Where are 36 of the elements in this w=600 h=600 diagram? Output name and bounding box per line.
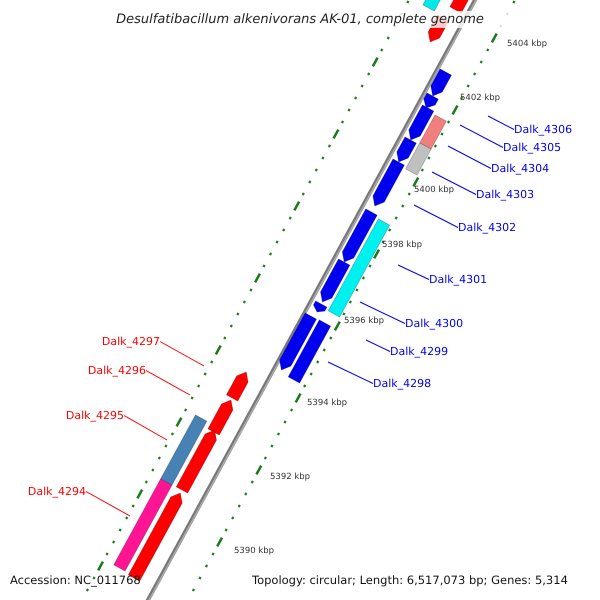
leader-line: [160, 341, 204, 366]
tick-label: 5392 kbp: [270, 473, 310, 482]
accession-text: Accession: NC_011768: [10, 575, 141, 586]
gene-label: Dalk_4294: [28, 486, 86, 497]
tick-label: 5396 kbp: [344, 317, 384, 326]
gene-label: Dalk_4296: [88, 365, 146, 376]
leader-line: [360, 302, 406, 324]
leader-line: [328, 362, 374, 384]
gene-label: Dalk_4302: [458, 222, 516, 233]
gene-label: Dalk_4297: [102, 336, 160, 347]
leader-line: [86, 491, 130, 516]
leader-line: [448, 146, 492, 169]
leader-line: [398, 264, 430, 280]
tick-label: 5400 kbp: [414, 186, 454, 194]
leader-line: [146, 370, 190, 396]
tick-label: 5404 kbp: [507, 40, 548, 48]
leader-line: [460, 124, 504, 148]
gene-label: Dalk_4304: [491, 163, 550, 174]
gene-label: Dalk_4306: [514, 124, 572, 135]
leader-line: [366, 340, 390, 352]
gene-label: Dalk_4295: [66, 410, 124, 421]
genome-summary-text: Topology: circular; Length: 6,517,073 bp; Genes: 5,314: [252, 575, 568, 586]
gene-label: Dalk_4299: [390, 346, 448, 357]
gene-label: Dalk_4298: [373, 378, 432, 389]
leader-line: [124, 415, 168, 440]
tick-label: 5402 kbp: [460, 94, 500, 102]
leader-line: [414, 204, 458, 228]
gene-label: Dalk_4300: [405, 318, 464, 329]
leader-line: [488, 116, 514, 130]
gene-label: Dalk_4303: [476, 189, 534, 200]
tick-label: 5390 kbp: [234, 547, 274, 556]
gene-label: Dalk_4305: [503, 142, 562, 153]
tick-label: 5398 kbp: [382, 241, 422, 250]
gene-label: Dalk_4301: [429, 274, 488, 285]
tick-label: 5394 kbp: [307, 399, 348, 408]
leader-line: [432, 172, 476, 195]
